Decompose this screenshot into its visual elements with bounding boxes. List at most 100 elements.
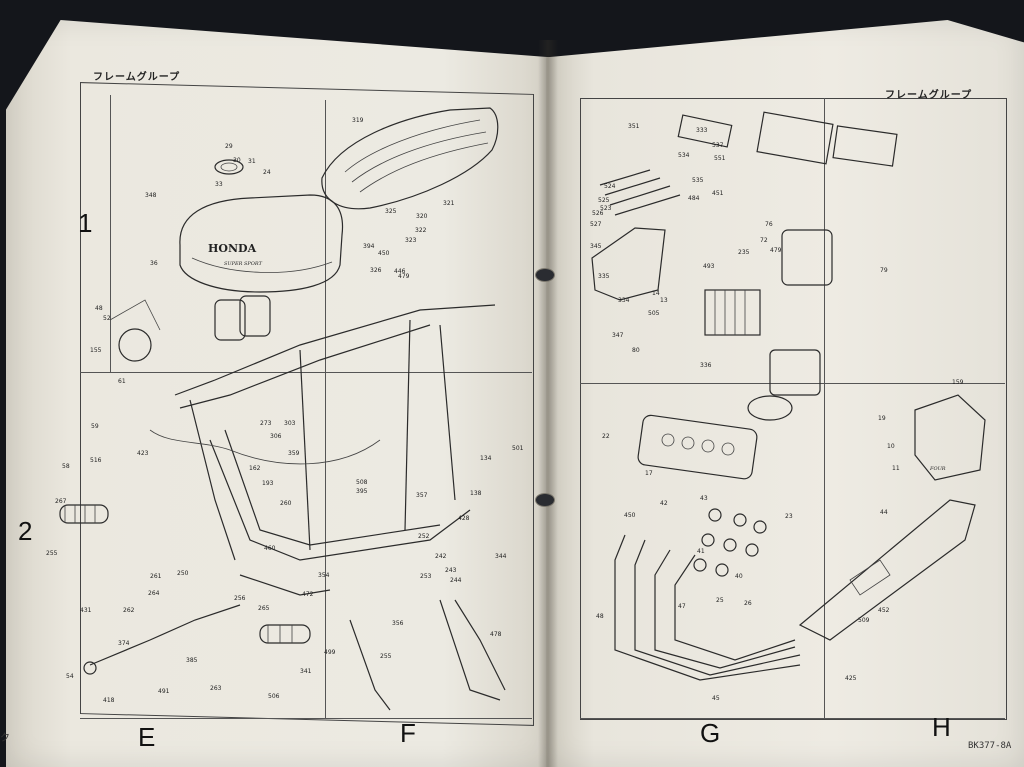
right-grid-line — [824, 98, 825, 718]
exhaust-system — [614, 499, 976, 681]
air-filter-element — [637, 414, 758, 480]
svg-text:446: 446 — [394, 268, 406, 275]
svg-text:36: 36 — [150, 260, 158, 267]
tool-kit — [599, 111, 898, 216]
left-grid-line — [325, 100, 326, 718]
svg-text:493: 493 — [703, 263, 715, 270]
part-numbers-left: 29 30 31 24 33 348 36 319 320 321 322 32… — [46, 117, 524, 704]
svg-text:23: 23 — [785, 513, 793, 520]
svg-text:79: 79 — [880, 267, 888, 274]
svg-text:395: 395 — [356, 488, 368, 495]
side-cover-left — [591, 227, 666, 301]
svg-text:451: 451 — [712, 190, 724, 197]
svg-text:524: 524 — [604, 183, 616, 190]
svg-text:484: 484 — [688, 195, 700, 202]
col-label-g: G — [700, 718, 721, 748]
svg-text:244: 244 — [450, 577, 462, 584]
svg-text:501: 501 — [512, 445, 524, 452]
svg-text:261: 261 — [150, 573, 162, 580]
svg-text:479: 479 — [398, 273, 410, 280]
svg-text:17: 17 — [645, 470, 653, 477]
svg-text:319: 319 — [352, 117, 364, 124]
svg-text:59: 59 — [91, 423, 99, 430]
svg-text:162: 162 — [249, 465, 261, 472]
gaskets — [693, 508, 767, 577]
svg-text:428: 428 — [458, 515, 470, 522]
svg-text:41: 41 — [697, 548, 705, 555]
air-cleaner — [781, 229, 833, 286]
svg-text:252: 252 — [418, 533, 430, 540]
svg-text:450: 450 — [624, 512, 636, 519]
svg-text:48: 48 — [95, 305, 103, 312]
emblem-text: FOUR — [929, 466, 946, 472]
svg-text:265: 265 — [258, 605, 270, 612]
carburetor — [747, 349, 821, 421]
svg-text:159: 159 — [952, 379, 964, 386]
svg-text:303: 303 — [284, 420, 296, 427]
center-stand — [349, 599, 506, 711]
svg-text:250: 250 — [177, 570, 189, 577]
svg-text:472: 472 — [302, 591, 314, 598]
book-gutter — [538, 40, 558, 767]
svg-text:264: 264 — [148, 590, 160, 597]
svg-text:45: 45 — [712, 695, 720, 702]
svg-text:334: 334 — [618, 297, 630, 304]
svg-text:452: 452 — [878, 607, 890, 614]
svg-text:425: 425 — [845, 675, 857, 682]
svg-text:321: 321 — [443, 200, 455, 207]
svg-text:525: 525 — [598, 197, 610, 204]
svg-text:537: 537 — [712, 142, 724, 149]
svg-text:42: 42 — [660, 500, 668, 507]
svg-text:138: 138 — [470, 490, 482, 497]
svg-text:13: 13 — [660, 297, 668, 304]
svg-text:253: 253 — [420, 573, 432, 580]
part-numbers-right: 351 333 537 551 535 534 524 525 526 527 … — [590, 123, 964, 702]
svg-text:534: 534 — [678, 152, 690, 159]
right-diagram-frame — [580, 98, 1007, 720]
svg-text:76: 76 — [765, 221, 773, 228]
frame-tubes — [149, 304, 496, 596]
side-cover-right: FOUR — [914, 394, 986, 481]
svg-text:478: 478 — [490, 631, 502, 638]
svg-text:26: 26 — [744, 600, 752, 607]
svg-text:341: 341 — [300, 668, 312, 675]
svg-text:243: 243 — [445, 567, 457, 574]
svg-text:505: 505 — [648, 310, 660, 317]
svg-text:235: 235 — [738, 249, 750, 256]
svg-text:450: 450 — [378, 250, 390, 257]
svg-text:418: 418 — [103, 697, 115, 704]
svg-text:526: 526 — [592, 210, 604, 217]
svg-text:267: 267 — [55, 498, 67, 505]
left-grid-line — [110, 95, 111, 373]
svg-text:47: 47 — [678, 603, 686, 610]
binding-hole — [535, 268, 555, 282]
svg-text:509: 509 — [858, 617, 870, 624]
right-page-header: フレームグループ — [885, 90, 973, 101]
svg-text:516: 516 — [90, 457, 102, 464]
row-label-1: 1 — [78, 208, 93, 238]
svg-text:354: 354 — [318, 572, 330, 579]
svg-text:345: 345 — [590, 243, 602, 250]
svg-text:22: 22 — [602, 433, 610, 440]
svg-text:134: 134 — [480, 455, 492, 462]
svg-text:335: 335 — [598, 273, 610, 280]
binding-hole — [535, 493, 555, 507]
row-label-2: 2 — [18, 516, 33, 546]
svg-text:535: 535 — [692, 177, 704, 184]
svg-text:357: 357 — [416, 492, 428, 499]
svg-text:460: 460 — [264, 545, 276, 552]
battery — [704, 289, 761, 336]
svg-text:260: 260 — [280, 500, 292, 507]
svg-text:523: 523 — [600, 205, 612, 212]
svg-text:359: 359 — [288, 450, 300, 457]
svg-text:506: 506 — [268, 693, 280, 700]
fuel-tank: HONDA SUPER SPORT — [179, 159, 344, 293]
right-grid-line — [580, 718, 1005, 719]
svg-text:351: 351 — [628, 123, 640, 130]
svg-text:320: 320 — [416, 213, 428, 220]
svg-text:306: 306 — [270, 433, 282, 440]
svg-text:33: 33 — [215, 181, 223, 188]
svg-text:19: 19 — [878, 415, 886, 422]
svg-text:14: 14 — [652, 290, 660, 297]
svg-text:527: 527 — [590, 221, 602, 228]
